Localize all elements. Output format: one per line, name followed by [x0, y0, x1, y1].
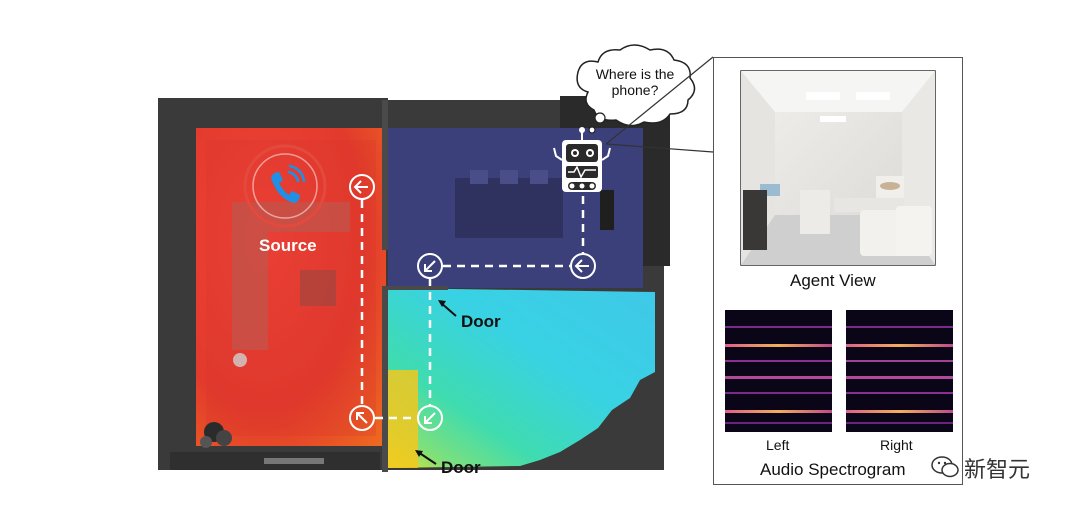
phone-icon — [243, 144, 327, 228]
door-label-top: Door — [461, 312, 501, 331]
lamp — [233, 353, 247, 367]
dining-table — [455, 178, 563, 238]
plant-icon — [200, 422, 232, 448]
tv — [264, 458, 324, 464]
source-room — [196, 128, 386, 446]
wall-horizontal — [388, 286, 448, 290]
sofa-side — [232, 232, 268, 350]
robot-icon — [553, 127, 611, 192]
arrow-down-left-icon — [417, 405, 443, 431]
left-caption: Left — [766, 437, 790, 453]
watermark: 新智元 — [928, 448, 1076, 488]
agent-panel — [713, 57, 963, 485]
floor-plan — [158, 96, 670, 472]
chair — [500, 170, 518, 184]
watermark-text: 新智元 — [964, 458, 1031, 483]
spectrogram-left — [725, 310, 832, 432]
spectrogram-right — [846, 310, 953, 432]
agent-view-image — [740, 70, 936, 266]
chair — [470, 170, 488, 184]
arrow-up-left-icon — [349, 405, 375, 431]
chair — [530, 170, 548, 184]
wall-divider-top — [382, 100, 388, 250]
door-pointer-bottom — [415, 450, 437, 465]
arrow-down-left-icon — [417, 253, 443, 279]
connector-line-top — [605, 56, 714, 145]
connector-line-bottom — [605, 143, 714, 153]
coffee-table — [300, 270, 336, 306]
cabinet — [600, 190, 614, 230]
wechat-icon — [931, 456, 959, 478]
navigation-path — [360, 196, 585, 420]
door-pointer-top — [438, 300, 457, 317]
thought-line-2: phone? — [611, 82, 659, 98]
thought-bubble — [576, 44, 696, 134]
arrow-left-icon — [349, 174, 375, 200]
thought-line-1: Where is the — [595, 66, 675, 82]
agent-view-caption: Agent View — [790, 271, 876, 290]
source-label: Source — [259, 236, 317, 255]
thought-bubble-text: Where is the phone? — [580, 66, 690, 98]
heatmap-room — [388, 288, 655, 468]
arrow-left-icon — [570, 253, 596, 279]
door-label-bottom: Door — [441, 458, 481, 477]
right-caption: Right — [880, 437, 913, 453]
wall-divider-bottom — [382, 286, 388, 472]
audio-spectrogram-caption: Audio Spectrogram — [760, 460, 906, 479]
